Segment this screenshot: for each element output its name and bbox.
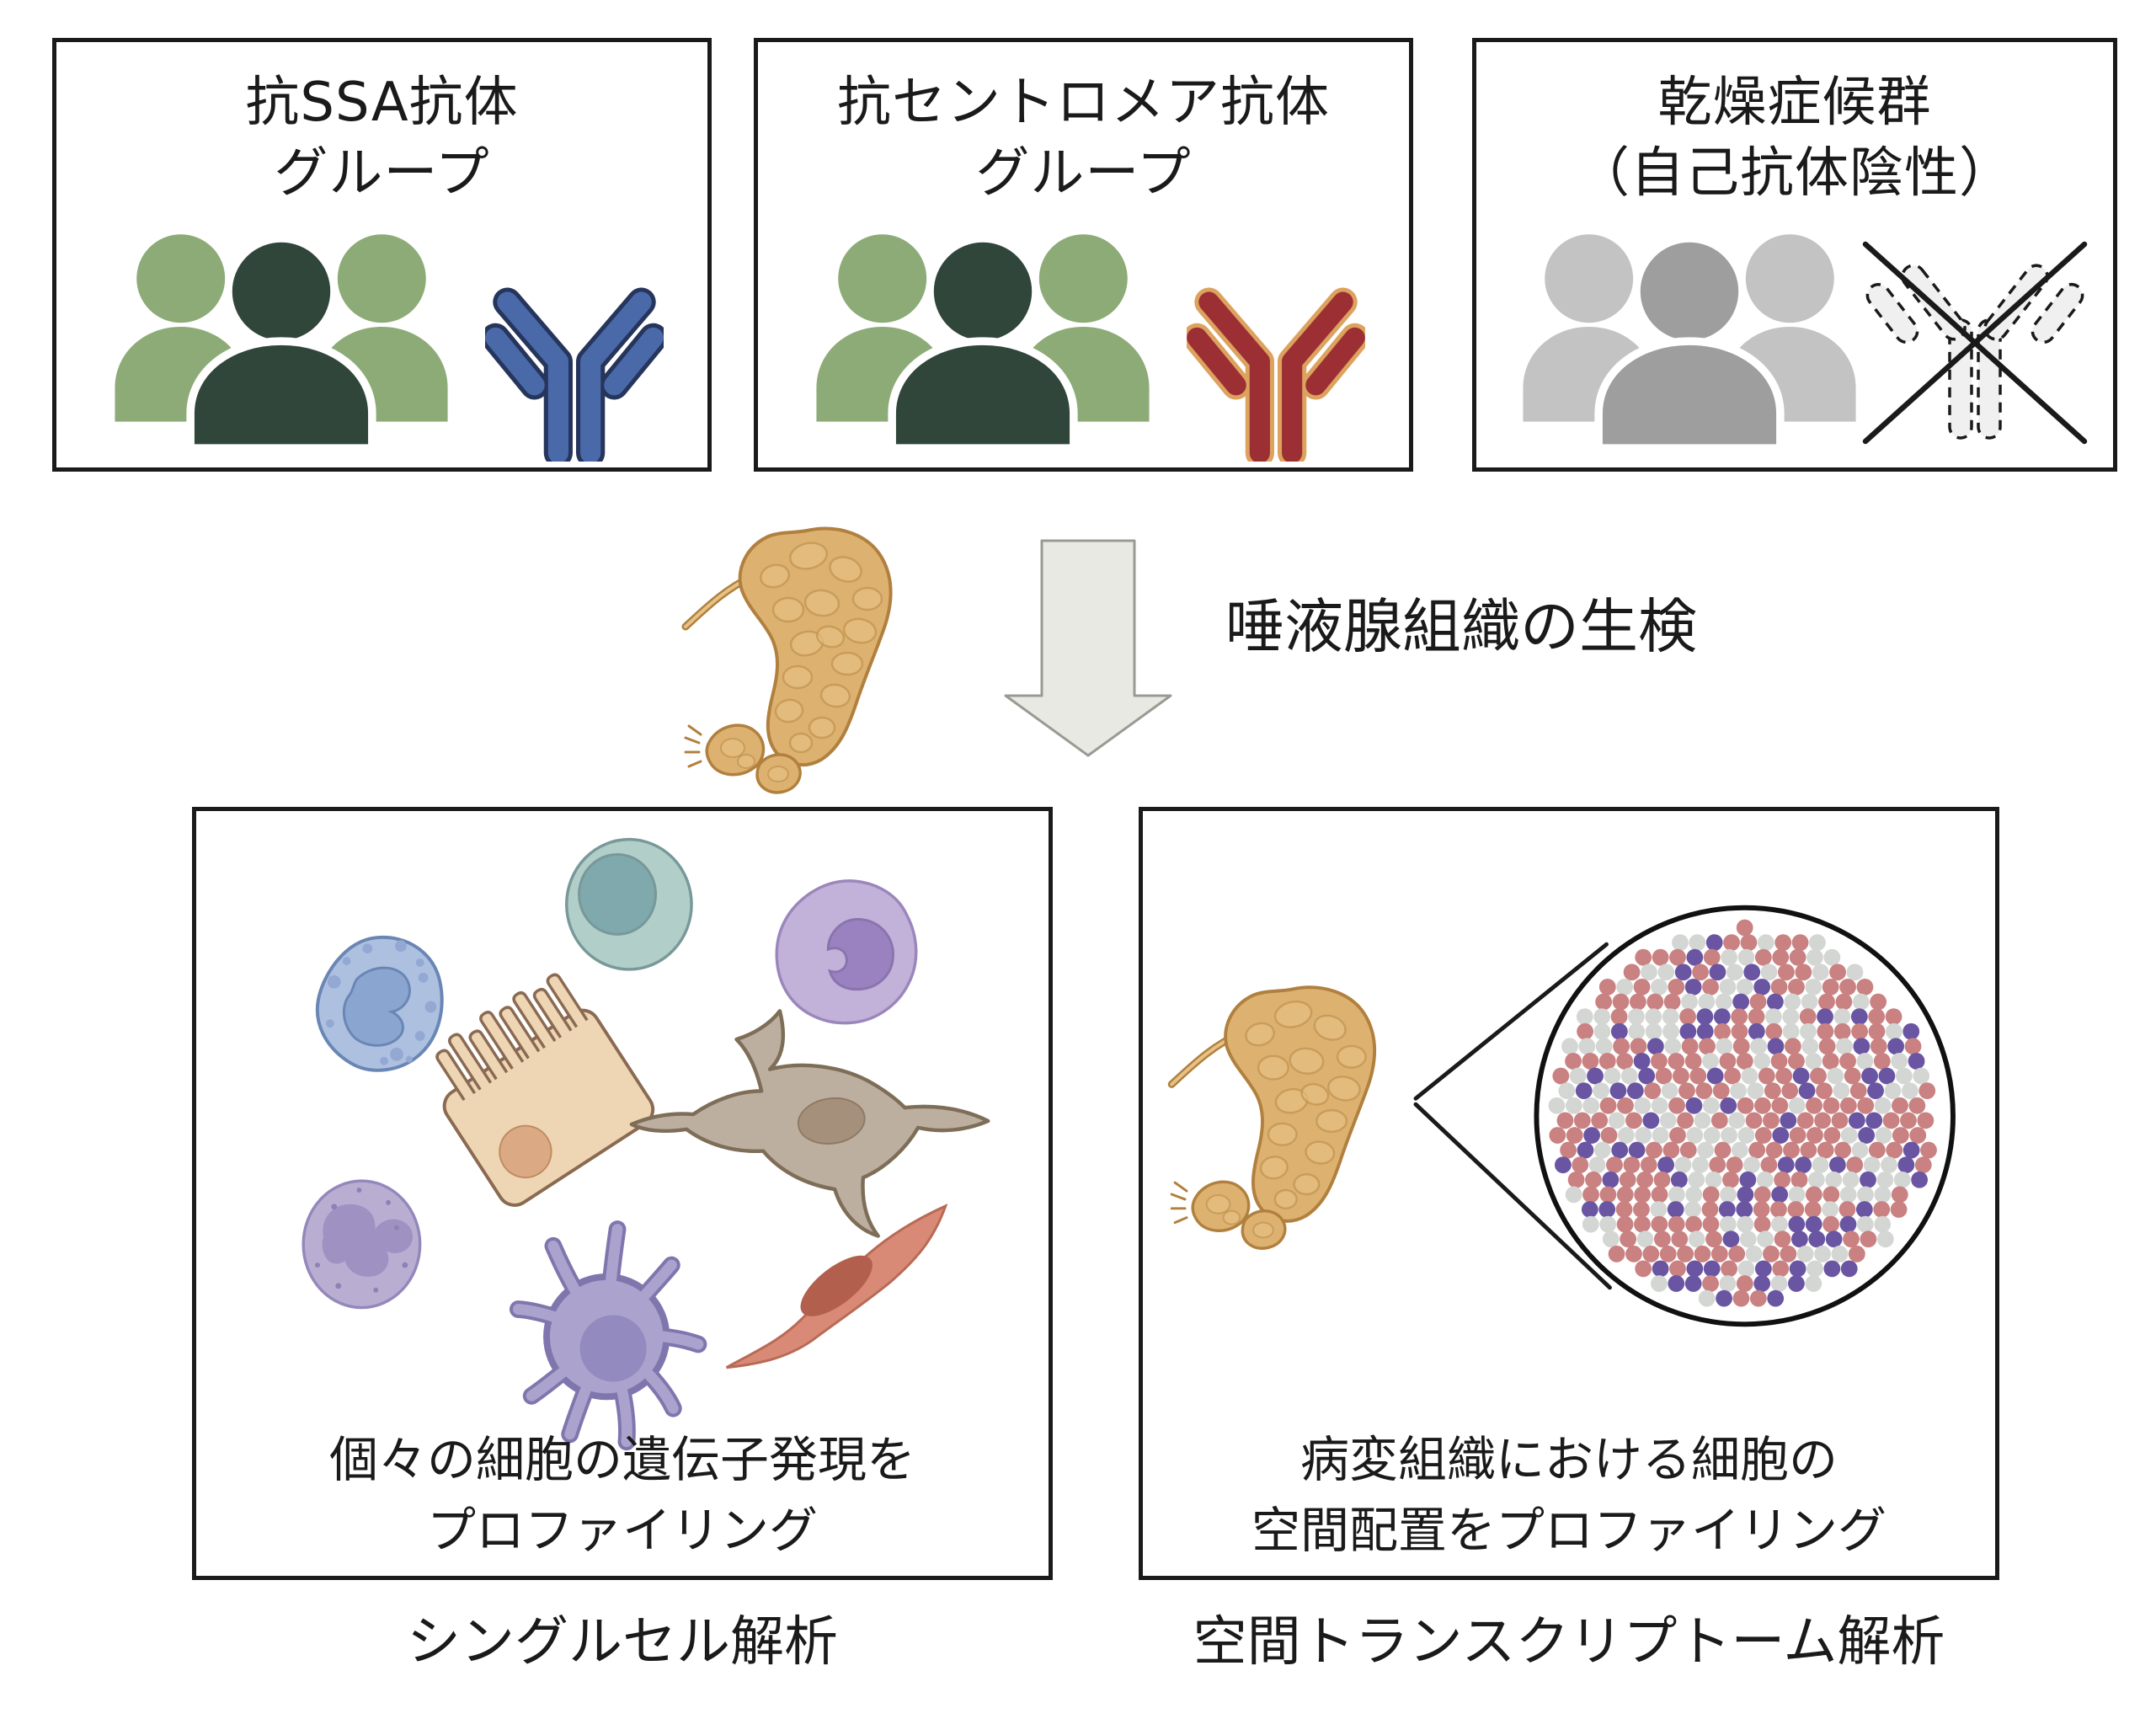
nucleus	[342, 966, 411, 1047]
biopsy-label: 唾液腺組織の生検	[1225, 592, 1697, 661]
cell-collection-illustration	[302, 837, 990, 1451]
person-front-center	[888, 234, 1078, 450]
monocyte-cell-icon	[775, 879, 918, 1025]
group-title-anti-centromere: 抗セントロメア抗体 グループ	[758, 67, 1409, 210]
text-line: 個々の細胞の遺伝子発現を	[328, 1430, 915, 1488]
group-box-sicca: 乾燥症候群 （自己抗体陰性）	[1472, 38, 2117, 472]
antibody-y-icon-blue	[485, 287, 664, 462]
dendritic-cell-icon	[509, 1220, 707, 1451]
fibroblast-cell-icon	[629, 1009, 990, 1238]
person-front-center	[186, 234, 376, 450]
lymphocyte-cell-icon	[564, 837, 693, 971]
zoom-cone-lines	[1413, 942, 1612, 1290]
spatial-analysis-box: 病変組織における細胞の 空間配置をプロファイリング	[1139, 807, 1999, 1580]
nucleus	[579, 1315, 647, 1382]
down-arrow-shape	[1004, 539, 1172, 757]
single-cell-analysis-box: 個々の細胞の遺伝子発現を プロファイリング	[192, 807, 1053, 1580]
spatial-illustration	[1143, 905, 1956, 1327]
salivary-gland-icon	[1171, 987, 1374, 1248]
title-line: グループ	[975, 142, 1192, 206]
spindle-cell-icon	[725, 1204, 948, 1369]
salivary-gland-icon	[680, 519, 933, 797]
nucleus	[797, 1097, 866, 1145]
title-line: グループ	[274, 142, 490, 206]
group-title-anti-ssa: 抗SSA抗体 グループ	[56, 67, 707, 210]
crossed-out-antibody-icon	[1862, 241, 2088, 445]
neutrophil-cell-icon	[315, 935, 444, 1072]
group-box-anti-centromere: 抗セントロメア抗体 グループ	[754, 38, 1413, 472]
title-line: 乾燥症候群	[1657, 72, 1932, 134]
spatial-spot-grid	[1548, 919, 1937, 1307]
people-group-icon-gray	[1523, 234, 1856, 450]
single-cell-box-text: 個々の細胞の遺伝子発現を プロファイリング	[196, 1424, 1049, 1566]
person-front-center	[1594, 234, 1785, 450]
people-group-icon	[115, 234, 448, 450]
nucleus	[322, 1204, 414, 1277]
title-line: 抗セントロメア抗体	[837, 72, 1330, 134]
text-line: プロファイリング	[426, 1501, 818, 1559]
single-cell-caption: シングルセル解析	[407, 1611, 838, 1674]
group-box-anti-ssa: 抗SSA抗体 グループ	[52, 38, 712, 472]
people-group-icon	[816, 234, 1150, 450]
granules	[315, 1188, 408, 1293]
text-line: 空間配置をプロファイリング	[1251, 1501, 1886, 1559]
cross-out-x	[1862, 241, 2088, 445]
antibody-body	[485, 291, 664, 462]
nucleus	[826, 918, 894, 991]
spatial-box-text: 病変組織における細胞の 空間配置をプロファイリング	[1143, 1424, 1995, 1566]
group-title-sicca: 乾燥症候群 （自己抗体陰性）	[1476, 67, 2113, 210]
epithelial-cell-icon	[435, 973, 655, 1207]
spatial-caption: 空間トランスクリプトーム解析	[1193, 1611, 1945, 1674]
text-line: 病変組織における細胞の	[1299, 1430, 1838, 1488]
title-line: 抗SSA抗体	[245, 72, 519, 134]
nucleus	[578, 852, 658, 936]
granulocyte-cell-icon	[302, 1179, 422, 1310]
nucleus	[800, 1255, 873, 1316]
microvilli	[435, 973, 589, 1102]
down-arrow-icon	[1004, 539, 1172, 757]
nucleus	[499, 1124, 552, 1179]
title-line: （自己抗体陰性）	[1576, 142, 2014, 206]
antibody-y-icon-red	[1187, 287, 1365, 462]
antibody-body	[1187, 291, 1365, 462]
